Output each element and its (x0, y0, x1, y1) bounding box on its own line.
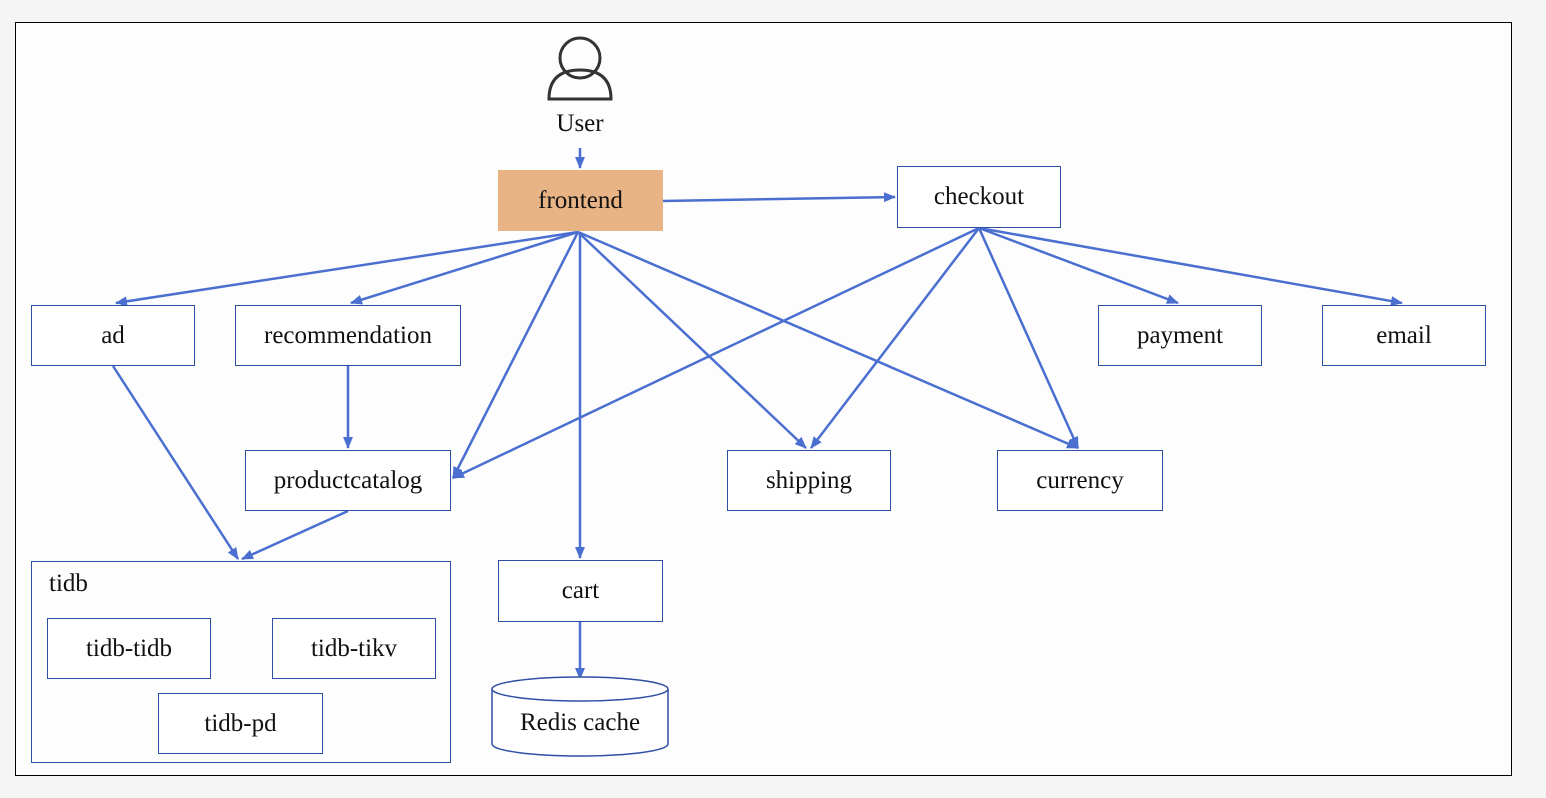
edge-frontend-to-currency (577, 230, 1079, 450)
user-label: User (556, 110, 604, 137)
node-shipping[interactable]: shipping (727, 450, 891, 511)
edge-frontend-to-productcatalog (451, 231, 580, 479)
edge-frontend-to-ad (115, 230, 579, 307)
edge-checkout-to-currency (977, 227, 1080, 449)
redis-cylinder-shape (491, 676, 669, 757)
group-tidb-label: tidb (49, 570, 88, 597)
edge-frontend-to-checkout (662, 192, 896, 203)
group-tidb[interactable] (31, 561, 451, 763)
node-tidb-tidb[interactable]: tidb-tidb (47, 618, 211, 679)
edge-productcatalog-to-tidb (241, 509, 349, 561)
edge-checkout-to-payment (978, 226, 1179, 305)
edge-frontend-to-shipping (577, 231, 807, 449)
node-productcatalog[interactable]: productcatalog (245, 450, 451, 511)
node-ad[interactable]: ad (31, 305, 195, 366)
edge-frontend-to-recommendation (350, 230, 579, 305)
edge-checkout-to-shipping (810, 227, 980, 449)
node-currency[interactable]: currency (997, 450, 1163, 511)
node-checkout[interactable]: checkout (897, 166, 1061, 228)
edge-checkout-to-productcatalog (452, 226, 980, 480)
node-recommendation[interactable]: recommendation (235, 305, 461, 366)
node-tidb-pd[interactable]: tidb-pd (158, 693, 323, 754)
node-cart[interactable]: cart (498, 560, 663, 622)
user-icon (547, 36, 613, 101)
diagram-frame (15, 22, 1512, 776)
node-redis-cache[interactable]: Redis cache (519, 709, 641, 736)
node-frontend[interactable]: frontend (498, 170, 663, 231)
node-payment[interactable]: payment (1098, 305, 1262, 366)
edge-checkout-to-email (978, 226, 1403, 307)
node-email[interactable]: email (1322, 305, 1486, 366)
edge-ad-to-tidb (111, 365, 240, 560)
node-tidb-tikv[interactable]: tidb-tikv (272, 618, 436, 679)
